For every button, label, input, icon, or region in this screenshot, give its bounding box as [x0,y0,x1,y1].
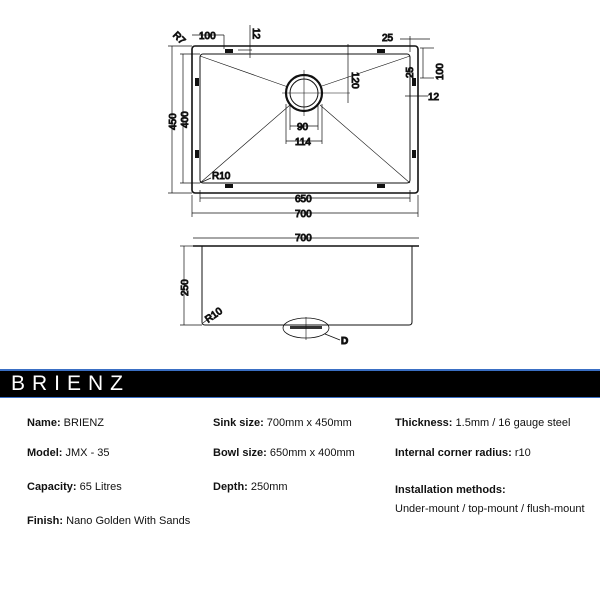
dim-120: 120 [349,72,360,89]
spec-label: Internal corner radius: [395,447,512,459]
dim-25-right: 25 [405,66,416,78]
spec-installation: Installation methods: Under-mount / top-m… [395,481,585,519]
dim-r7: R7 [170,30,187,47]
dim-12-right: 12 [428,92,440,103]
spec-name: Name: BRIENZ [27,417,104,429]
dim-r10: R10 [212,171,231,182]
spec-value: 650mm x 400mm [266,447,355,459]
spec-value: 65 Litres [76,481,122,493]
spec-value: Under-mount / top-mount / flush-mount [395,503,585,515]
spec-label: Name: [27,417,61,429]
bowl-outline [199,53,411,184]
spec-label: Depth: [213,481,248,493]
spec-value: 1.5mm / 16 gauge steel [452,417,571,429]
dim-12-top: 12 [250,28,261,40]
side-view: 700 250 R10 D [180,233,419,348]
sink-outline [191,45,419,194]
sink-technical-drawing: R7 100 12 25 25 100 12 120 90 114 450 40… [168,25,447,348]
dim-100-right: 100 [435,63,446,80]
spec-value: BRIENZ [60,417,105,429]
dim-114: 114 [295,137,311,148]
spec-model: Model: JMX - 35 [27,447,110,459]
spec-label: Capacity: [27,481,77,493]
detail-label-d: D [341,336,348,347]
spec-bowl-size: Bowl size: 650mm x 400mm [213,447,355,459]
spec-value: 700mm x 450mm [263,417,352,429]
spec-value: 250mm [247,481,288,493]
spec-corner-radius: Internal corner radius: r10 [395,447,531,459]
top-view: R7 100 12 25 25 100 12 120 90 114 450 40… [168,25,447,221]
spec-value: Nano Golden With Sands [63,515,191,527]
dim-90: 90 [297,122,309,133]
dim-25-top: 25 [382,33,394,44]
spec-value: r10 [511,447,531,459]
dim-side-700: 700 [295,233,312,244]
spec-label: Thickness: [395,417,453,429]
spec-label: Model: [27,447,63,459]
spec-thickness: Thickness: 1.5mm / 16 gauge steel [395,417,570,429]
mounting-clips [195,49,416,188]
spec-value: JMX - 35 [62,447,110,459]
product-title: BRIENZ [11,372,131,395]
dim-700: 700 [295,209,312,220]
spec-label: Sink size: [213,417,264,429]
dim-650: 650 [295,194,312,205]
dim-250: 250 [180,279,191,296]
spec-label: Finish: [27,515,64,527]
spec-capacity: Capacity: 65 Litres [27,481,122,493]
spec-finish: Finish: Nano Golden With Sands [27,515,190,527]
product-title-banner: BRIENZ [0,369,600,398]
dim-side-r10: R10 [203,306,225,326]
spec-depth: Depth: 250mm [213,481,288,493]
spec-label: Installation methods: [395,484,506,496]
spec-label: Bowl size: [213,447,267,459]
dim-450: 450 [168,113,179,130]
spec-sink-size: Sink size: 700mm x 450mm [213,417,352,429]
dim-100-top: 100 [199,31,216,42]
dim-400: 400 [180,111,191,128]
